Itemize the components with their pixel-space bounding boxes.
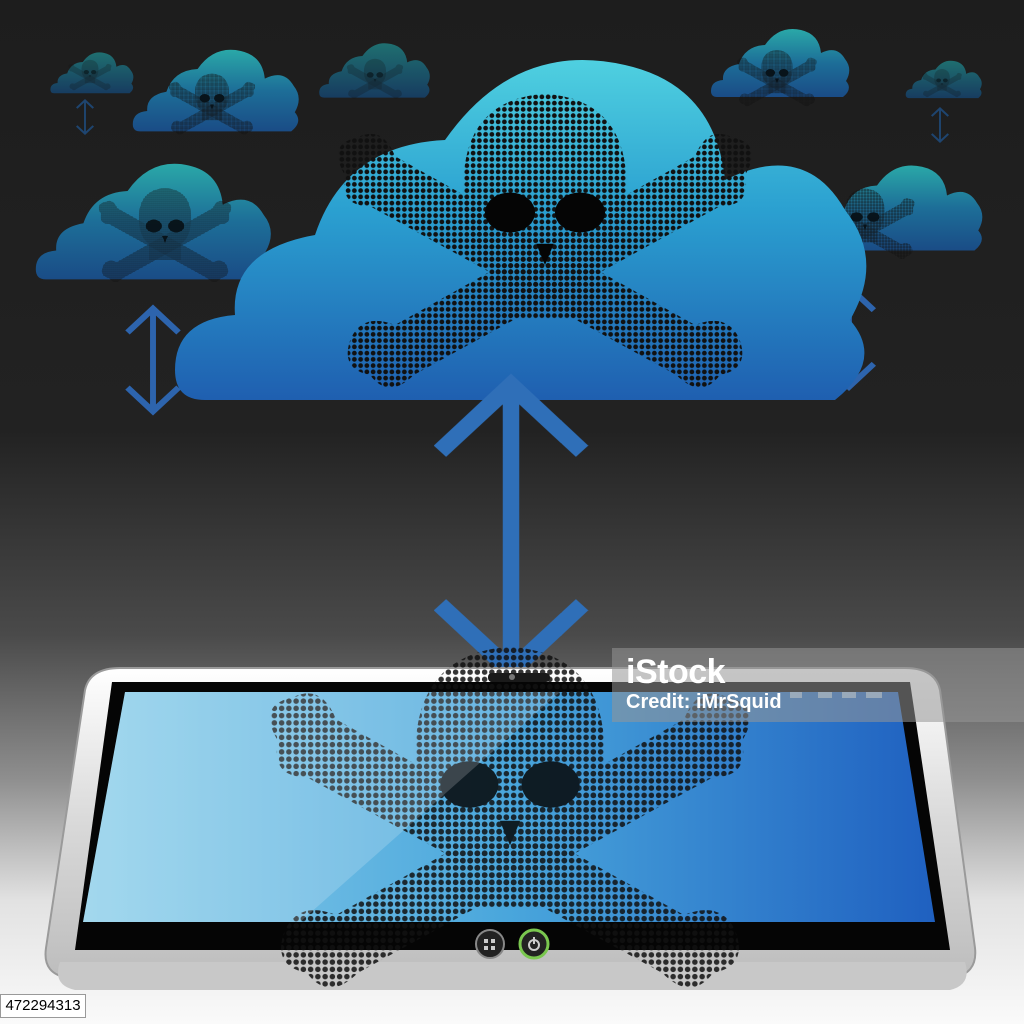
watermark-brand: iStock [626,653,726,691]
double-arrow-icon [433,373,589,683]
power-icon[interactable] [518,928,550,960]
menu-icon[interactable] [475,929,505,959]
stock-image-id: 472294313 [0,994,86,1018]
credit-author: iMrSquid [696,691,782,713]
watermark-credit: Credit: iMrSquid [626,690,782,714]
tablet-icon [44,646,977,990]
camera-icon [488,673,550,682]
istock-watermark: iStock Credit: iMrSquid [612,648,1024,722]
credit-label: Credit: [626,691,696,713]
